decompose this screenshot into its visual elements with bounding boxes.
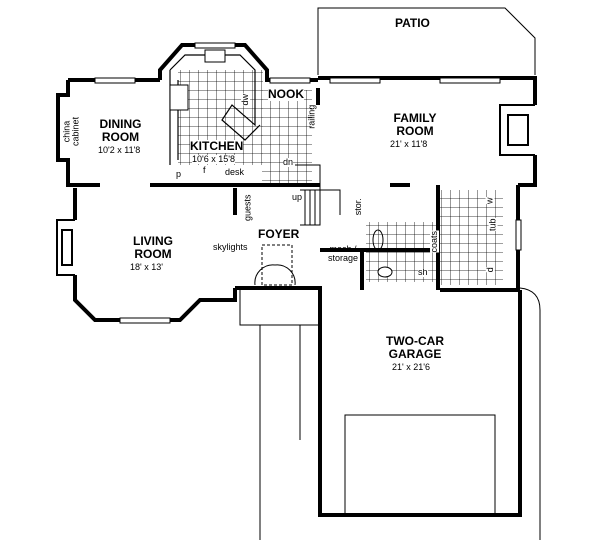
dn-label: dn [283,157,294,168]
driveway [519,287,541,540]
mech-storage-label: mech./ storage [327,244,359,264]
railing-label: railing [306,104,317,129]
shower-label: sh [418,267,428,278]
living-room-dims: 18' x 13' [130,262,163,272]
china-cabinet-label: china cabinet [61,116,81,146]
garage-label: TWO-CAR GARAGE [386,334,444,361]
dryer-label: d [484,267,496,273]
family-room-label: FAMILY ROOM [393,111,437,138]
family-fireplace [499,104,535,156]
family-room-dims: 21' x 11'8 [390,139,428,149]
storage-label: stor. [352,198,363,216]
desk-label: desk [225,167,245,177]
lavatory [372,229,384,251]
nook-label: NOOK [268,87,304,101]
kitchen-sink [204,49,226,63]
walkway [259,325,301,540]
pantry-label: p [176,169,182,179]
foyer-label: FOYER [258,227,300,241]
windows [94,42,522,324]
skylights-label: skylights [213,242,248,252]
washer-label: w [484,197,495,204]
toilet [377,266,393,278]
garage-dims: 21' x 21'6 [392,362,430,372]
dining-room-dims: 10'2 x 11'8 [98,145,141,155]
tub-label: tub [487,218,498,231]
nook-tile-floor [262,90,312,185]
kitchen-dims: 10'6 x 15'8 [192,154,235,165]
stairs [295,164,341,226]
entry-doors [254,264,296,286]
living-fireplace [56,219,75,276]
patio-outline [317,7,536,75]
guests-closet-label: guests [242,194,253,221]
dining-room-label: DINING ROOM [99,117,142,144]
porch [239,290,320,326]
kitchen-label: KITCHEN [190,139,244,153]
living-room-label: LIVING ROOM [132,234,173,261]
skylights [261,244,293,286]
patio-label: PATIO [395,16,430,30]
coats-closet-label: coats [429,230,440,253]
dishwasher-label: dw [240,93,251,106]
up-label: up [292,192,303,202]
cooktop [169,84,189,111]
fridge-label: f [203,165,206,175]
garage-door [344,414,496,516]
